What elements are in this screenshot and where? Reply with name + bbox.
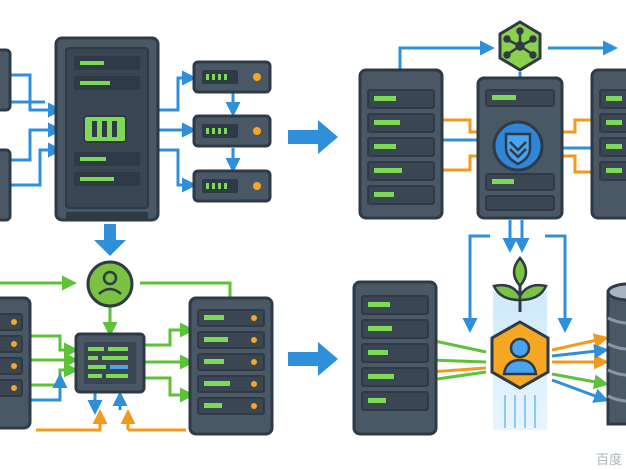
quadrant-bottom-right: [352, 220, 626, 436]
rack-unit-3: [192, 169, 272, 203]
connector-lines-top-left: [8, 70, 241, 193]
database-stack-icon: [606, 282, 626, 426]
flow-arrow-down-left: [94, 224, 126, 256]
rack-unit-2: [192, 114, 272, 148]
main-server-tower: [54, 36, 160, 222]
edge-server-top: [0, 48, 12, 112]
quadrant-top-left: [0, 36, 272, 222]
status-led-orange: [253, 182, 261, 190]
user-hexagon-icon: [490, 320, 550, 390]
user-circle-icon: [86, 260, 134, 308]
server-tower-bottom-left-edge: [0, 296, 32, 430]
network-hub-icon: [498, 20, 542, 72]
status-led-orange: [253, 127, 261, 135]
rack-unit-1: [192, 60, 272, 94]
watermark-text: 百度: [595, 453, 622, 468]
status-led-orange: [253, 73, 261, 81]
server-tower-right: [590, 68, 626, 220]
flow-arrow-right-top: [288, 120, 338, 154]
edge-server-bottom: [0, 148, 12, 222]
shield-chevron-icon: [492, 120, 544, 172]
server-tower-bottom-center: [188, 296, 274, 436]
flow-arrow-right-bottom: [288, 342, 338, 376]
server-tower-bottom-right: [352, 280, 438, 436]
quadrant-bottom-left: [0, 260, 274, 436]
plant-sprout-icon: [492, 256, 548, 312]
network-switch: [74, 332, 146, 394]
server-tower-left: [358, 68, 444, 220]
quadrant-top-right: [358, 20, 626, 220]
